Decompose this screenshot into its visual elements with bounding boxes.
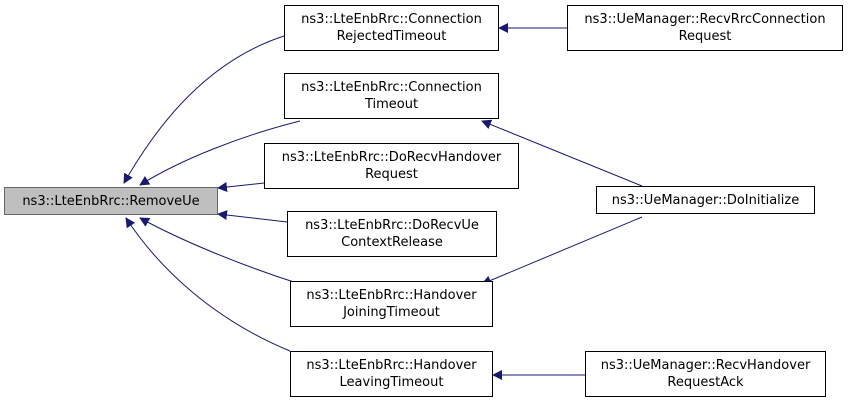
- edge-handover-leaving-timeout-to-remove-ue: [125, 217, 291, 352]
- node-handover-leaving-timeout-line-1: ns3::LteEnbRrc::Handover: [306, 358, 477, 373]
- node-connection-timeout-line-1: ns3::LteEnbRrc::Connection: [301, 80, 482, 95]
- node-do-recv-ue-context-release-line-2: ContextRelease: [341, 235, 443, 250]
- edge-connection-rejected-timeout-to-remove-ue: [123, 35, 285, 184]
- node-handover-joining-timeout-line-2: JoiningTimeout: [343, 305, 440, 320]
- node-handover-leaving-timeout-line-2: LeavingTimeout: [339, 375, 444, 390]
- node-connection-rejected-timeout[interactable]: ns3::LteEnbRrc::Connection RejectedTimeo…: [284, 5, 499, 51]
- node-connection-timeout[interactable]: ns3::LteEnbRrc::Connection Timeout: [284, 73, 499, 119]
- node-handover-joining-timeout-line-1: ns3::LteEnbRrc::Handover: [306, 288, 477, 303]
- node-recv-rrc-connection-request[interactable]: ns3::UeManager::RecvRrcConnection Reques…: [567, 5, 843, 51]
- node-connection-rejected-timeout-line-2: RejectedTimeout: [336, 29, 447, 44]
- node-handover-leaving-timeout[interactable]: ns3::LteEnbRrc::Handover LeavingTimeout: [290, 351, 493, 397]
- edge-connection-timeout-to-remove-ue: [139, 120, 301, 186]
- node-do-initialize[interactable]: ns3::UeManager::DoInitialize: [596, 186, 815, 214]
- node-do-recv-ue-context-release[interactable]: ns3::LteEnbRrc::DoRecvUe ContextRelease: [287, 211, 497, 257]
- edge-do-initialize-to-handover-joining-timeout: [481, 216, 643, 286]
- node-recv-handover-request-ack[interactable]: ns3::UeManager::RecvHandover RequestAck: [585, 351, 826, 397]
- edge-handover-joining-timeout-to-remove-ue: [139, 217, 301, 285]
- edge-do-initialize-to-connection-timeout: [481, 119, 643, 187]
- node-remove-ue-line-1: ns3::LteEnbRrc::RemoveUe: [22, 193, 200, 209]
- edge-do-recv-handover-request-to-remove-ue: [217, 182, 265, 192]
- node-recv-handover-request-ack-line-1: ns3::UeManager::RecvHandover: [600, 358, 811, 373]
- node-recv-rrc-connection-request-line-1: ns3::UeManager::RecvRrcConnection: [584, 12, 826, 27]
- edge-do-recv-ue-context-release-to-remove-ue: [217, 210, 288, 223]
- node-connection-timeout-line-2: Timeout: [364, 97, 419, 112]
- node-recv-rrc-connection-request-line-2: Request: [678, 29, 732, 44]
- node-remove-ue[interactable]: ns3::LteEnbRrc::RemoveUe: [4, 187, 218, 215]
- node-recv-handover-request-ack-line-2: RequestAck: [667, 375, 744, 390]
- node-handover-joining-timeout[interactable]: ns3::LteEnbRrc::Handover JoiningTimeout: [290, 281, 493, 327]
- node-do-recv-handover-request-line-2: Request: [365, 167, 418, 182]
- node-do-recv-ue-context-release-line-1: ns3::LteEnbRrc::DoRecvUe: [305, 218, 479, 233]
- node-do-recv-handover-request-line-1: ns3::LteEnbRrc::DoRecvHandover: [281, 150, 502, 165]
- node-connection-rejected-timeout-line-1: ns3::LteEnbRrc::Connection: [301, 12, 482, 27]
- node-do-initialize-line-1: ns3::UeManager::DoInitialize: [611, 192, 800, 208]
- node-do-recv-handover-request[interactable]: ns3::LteEnbRrc::DoRecvHandover Request: [264, 143, 519, 189]
